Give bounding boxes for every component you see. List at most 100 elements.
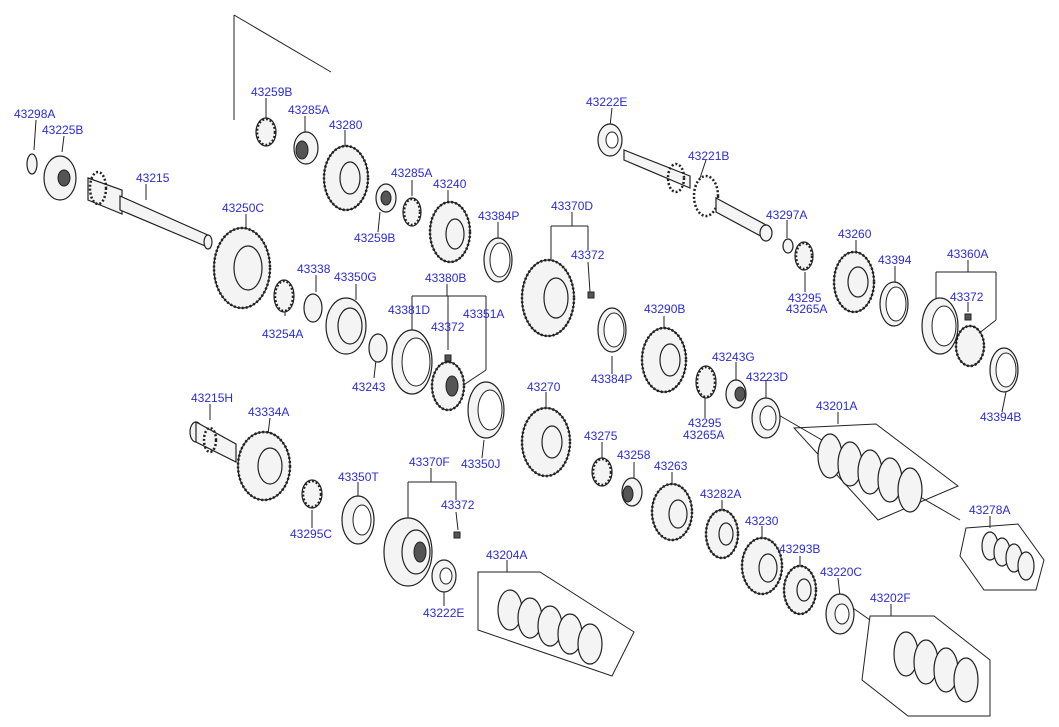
bearing-43285A-mid — [402, 197, 422, 227]
label-43285A-mid[interactable]: 43285A — [391, 166, 432, 180]
label-43201A[interactable]: 43201A — [816, 399, 857, 413]
label-43263[interactable]: 43263 — [654, 459, 688, 473]
label-43298A[interactable]: 43298A — [14, 107, 55, 121]
gear-43260 — [832, 250, 876, 314]
label-43381D[interactable]: 43381D — [388, 303, 430, 317]
shim-set-43202F — [893, 631, 979, 703]
label-43370F[interactable]: 43370F — [409, 455, 450, 469]
label-43220C[interactable]: 43220C — [820, 565, 862, 579]
key-43372-a — [964, 313, 972, 321]
label-43243[interactable]: 43243 — [352, 380, 386, 394]
label-43384P-top[interactable]: 43384P — [478, 209, 519, 223]
ring-43350J — [467, 381, 505, 439]
input-shaft-part — [26, 153, 213, 250]
shim-set-43204A — [497, 589, 603, 665]
label-43275[interactable]: 43275 — [584, 429, 618, 443]
ring-43384P-top — [483, 237, 513, 283]
label-43350T[interactable]: 43350T — [338, 470, 379, 484]
label-43202F[interactable]: 43202F — [870, 591, 911, 605]
label-43290B[interactable]: 43290B — [644, 302, 685, 316]
label-43270[interactable]: 43270 — [527, 380, 561, 394]
label-43230[interactable]: 43230 — [745, 514, 779, 528]
ring-43384P-mid — [597, 307, 627, 353]
key-43372-d — [587, 291, 595, 299]
key-43372-f — [453, 531, 461, 539]
sleeve-43285A-top — [293, 131, 319, 165]
label-43225B[interactable]: 43225B — [42, 123, 83, 137]
label-43243G[interactable]: 43243G — [712, 350, 755, 364]
bearing-43223D — [751, 397, 781, 439]
label-43370D[interactable]: 43370D — [551, 199, 593, 213]
label-43338[interactable]: 43338 — [297, 262, 331, 276]
label-43240[interactable]: 43240 — [433, 177, 467, 191]
label-43204A[interactable]: 43204A — [486, 548, 527, 562]
sleeve-43360A — [921, 297, 959, 355]
ring-43297A — [782, 238, 794, 254]
label-43265A-mid[interactable]: 43265A — [683, 428, 724, 442]
label-43350G[interactable]: 43350G — [334, 270, 377, 284]
label-43222E-bottom[interactable]: 43222E — [423, 606, 464, 620]
bearing-43295C — [301, 479, 323, 509]
washer-43338 — [303, 293, 323, 323]
label-43360A[interactable]: 43360A — [947, 247, 988, 261]
sleeve-43381D — [391, 329, 433, 395]
ring-43243G — [725, 379, 747, 409]
ring-43394 — [879, 281, 909, 327]
label-43350J[interactable]: 43350J — [461, 457, 500, 471]
label-43254A[interactable]: 43254A — [262, 327, 303, 341]
label-43215H[interactable]: 43215H — [191, 391, 233, 405]
hub-43360A — [954, 324, 986, 368]
key-43372-b — [444, 354, 452, 362]
label-43223D[interactable]: 43223D — [746, 370, 788, 384]
shim-set-43201A — [817, 433, 923, 513]
ring-43243 — [368, 333, 388, 363]
label-43351A[interactable]: 43351A — [463, 307, 504, 321]
gear-43350G — [325, 297, 367, 355]
label-43394[interactable]: 43394 — [878, 253, 912, 267]
label-43259B-mid[interactable]: 43259B — [354, 231, 395, 245]
gear-43263 — [650, 482, 694, 542]
sleeve-43259B-mid — [375, 183, 397, 213]
hub-43351A — [430, 360, 466, 412]
label-43215[interactable]: 43215 — [136, 171, 170, 185]
part-labels: 43298A 43225B 43215 43259B 43285A 43280 … — [14, 85, 1021, 620]
label-43380B[interactable]: 43380B — [425, 271, 466, 285]
gear-43230 — [740, 536, 784, 596]
label-43384P-mid[interactable]: 43384P — [591, 372, 632, 386]
label-43295-mid[interactable]: 43295 — [688, 416, 722, 430]
ring-43350T — [341, 495, 375, 545]
label-43297A[interactable]: 43297A — [766, 208, 807, 222]
label-43222E-top[interactable]: 43222E — [586, 95, 627, 109]
gear-43293B — [782, 564, 818, 616]
label-43394B[interactable]: 43394B — [980, 410, 1021, 424]
label-43285A-top[interactable]: 43285A — [288, 103, 329, 117]
gear-43270 — [520, 406, 572, 478]
label-43265A-right[interactable]: 43265A — [786, 302, 827, 316]
bearing-43220C — [825, 593, 855, 635]
label-43221B[interactable]: 43221B — [688, 149, 729, 163]
bearing-43222E-bottom — [431, 559, 457, 593]
label-43372-b[interactable]: 43372 — [431, 320, 465, 334]
label-43293B[interactable]: 43293B — [779, 542, 820, 556]
label-43295-right[interactable]: 43295 — [788, 291, 822, 305]
label-43258[interactable]: 43258 — [617, 448, 651, 462]
label-43250C[interactable]: 43250C — [222, 201, 264, 215]
label-43278A[interactable]: 43278A — [969, 503, 1010, 517]
label-43260[interactable]: 43260 — [838, 227, 872, 241]
gear-43250C — [212, 226, 272, 310]
bearing-43295-right — [794, 241, 814, 271]
label-43259B-top[interactable]: 43259B — [251, 85, 292, 99]
leader-lines — [33, 14, 1007, 621]
gear-43240 — [428, 200, 472, 264]
label-43280[interactable]: 43280 — [329, 118, 363, 132]
label-43295C[interactable]: 43295C — [290, 527, 332, 541]
label-43372-a[interactable]: 43372 — [950, 290, 984, 304]
label-43334A[interactable]: 43334A — [248, 405, 289, 419]
gear-43290B — [640, 326, 688, 394]
label-43372-d[interactable]: 43372 — [571, 248, 605, 262]
label-43282A[interactable]: 43282A — [700, 487, 741, 501]
bearing-43254A — [273, 279, 295, 313]
label-43372-f[interactable]: 43372 — [441, 498, 475, 512]
